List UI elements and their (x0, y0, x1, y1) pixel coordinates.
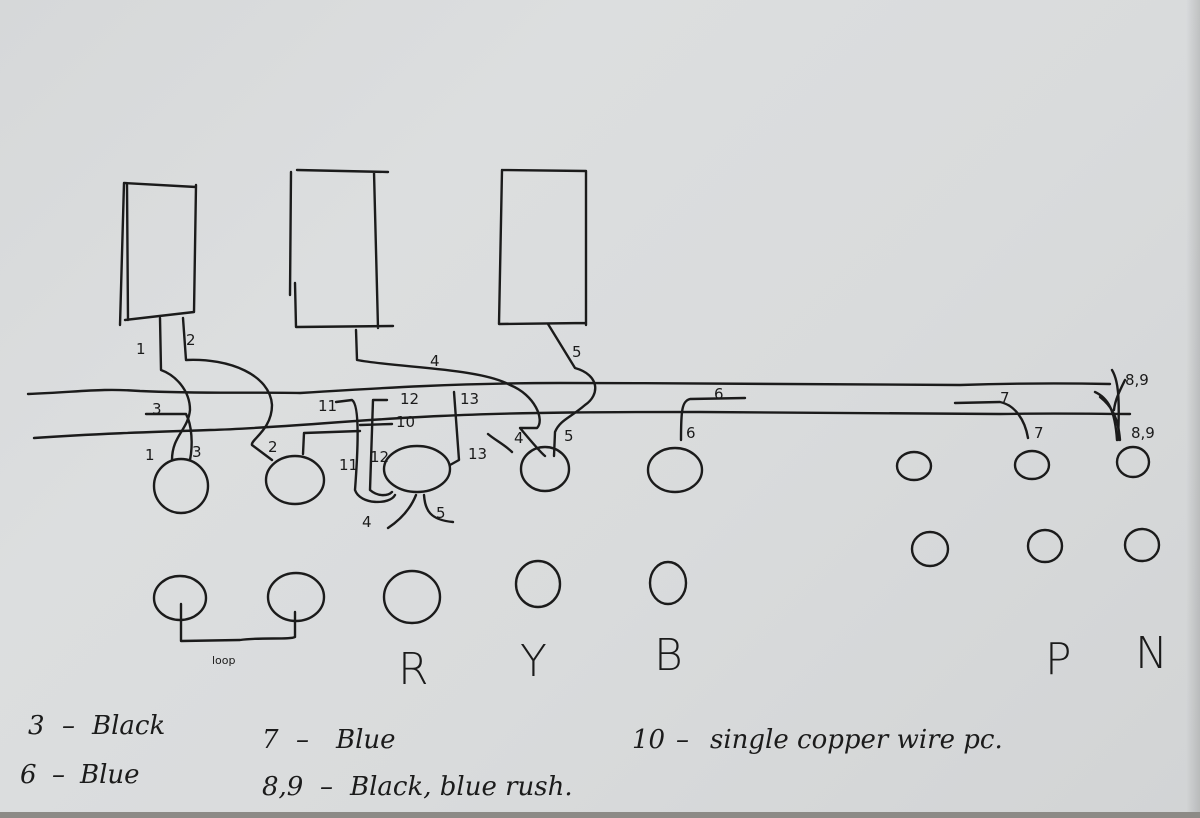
wire-label-11-bottom: 11 (339, 456, 358, 474)
terminal-label-R: R (398, 644, 429, 695)
legend-value-6: Blue (79, 760, 140, 790)
terminal-label-B: B (654, 630, 683, 681)
wire-label-4-bottom: 4 (362, 513, 372, 531)
legend-key-3: 3 (28, 711, 45, 741)
jack-upper-7 (1013, 449, 1051, 481)
jack-upper-6 (895, 450, 933, 482)
terminal-label-N: N (1135, 628, 1168, 679)
wire-label-12-top: 12 (400, 390, 419, 408)
wire-label-7-bottom: 7 (1034, 424, 1044, 442)
wire-label-6-top: 6 (714, 385, 724, 403)
svg-text:–: – (296, 725, 309, 755)
svg-text:–: – (52, 760, 65, 790)
svg-text:–: – (676, 725, 689, 755)
wire-label-4-mid: 4 (514, 429, 524, 447)
legend-key-6: 6 (20, 760, 37, 790)
legend: 3 – Black 6 – Blue 7 – Blue 8,9 – Black,… (20, 711, 1003, 802)
legend-key-10: 10 (632, 725, 665, 755)
wire-label-6-bottom: 6 (686, 424, 696, 442)
jack-upper-4 (519, 445, 571, 493)
meter-box-3 (497, 168, 588, 327)
svg-text:–: – (320, 772, 333, 802)
bus-line-lower (32, 410, 1132, 440)
legend-value-3: Black (91, 711, 165, 741)
legend-key-8-9: 8,9 (262, 772, 303, 802)
wire-label-5-mid: 5 (564, 427, 574, 445)
jack-lower-P (1026, 528, 1064, 564)
jack-lower-Y (514, 559, 562, 609)
wire-label-13-bottom: 13 (468, 445, 487, 463)
meter-box-1 (118, 181, 198, 327)
jack-upper-5 (646, 446, 704, 494)
wire-label-3-left: 3 (152, 400, 162, 418)
jack-lower-6 (910, 530, 950, 568)
jack-upper-1 (152, 457, 210, 515)
jack-upper-3 (382, 444, 452, 494)
legend-value-8-9: Black, blue rush. (349, 772, 573, 802)
jack-lower-R (382, 569, 442, 625)
wire-label-10: 10 (396, 413, 415, 431)
wire-label-5-bottom: 5 (436, 504, 446, 522)
terminal-label-Y: Y (520, 636, 547, 687)
terminal-label-P: P (1045, 634, 1072, 685)
bus-line-upper (26, 381, 1112, 396)
wire-label-3-bottom: 3 (192, 443, 202, 461)
legend-key-7: 7 (262, 725, 279, 755)
meter-box-2 (288, 168, 395, 330)
legend-value-7: Blue (335, 725, 396, 755)
jack-lower-N (1123, 527, 1161, 563)
paper-shadow (1186, 0, 1200, 812)
wire-label-2-top: 2 (186, 331, 196, 349)
wire-label-1-bottom: 1 (145, 446, 155, 464)
jack-upper-2 (264, 454, 326, 506)
wire-label-11-top: 11 (318, 397, 337, 415)
wire-label-13-top: 13 (460, 390, 479, 408)
wire-label-5-top: 5 (572, 343, 582, 361)
wire-label-2-bottom: 2 (268, 438, 278, 456)
wire-label-1-top: 1 (136, 340, 146, 358)
wire-label-8-9-bottom: 8,9 (1131, 424, 1155, 442)
wire-label-7-top: 7 (1000, 389, 1010, 407)
legend-value-10: single copper wire pc. (710, 725, 1003, 755)
jack-upper-8 (1115, 445, 1151, 479)
wire-label-8-9-top: 8,9 (1125, 371, 1149, 389)
jack-lower-B (648, 560, 688, 606)
wire-label-4-top: 4 (430, 352, 440, 370)
svg-text:–: – (62, 711, 75, 741)
wire-label-12-bottom: 12 (370, 448, 389, 466)
loop-label: loop (212, 654, 236, 667)
